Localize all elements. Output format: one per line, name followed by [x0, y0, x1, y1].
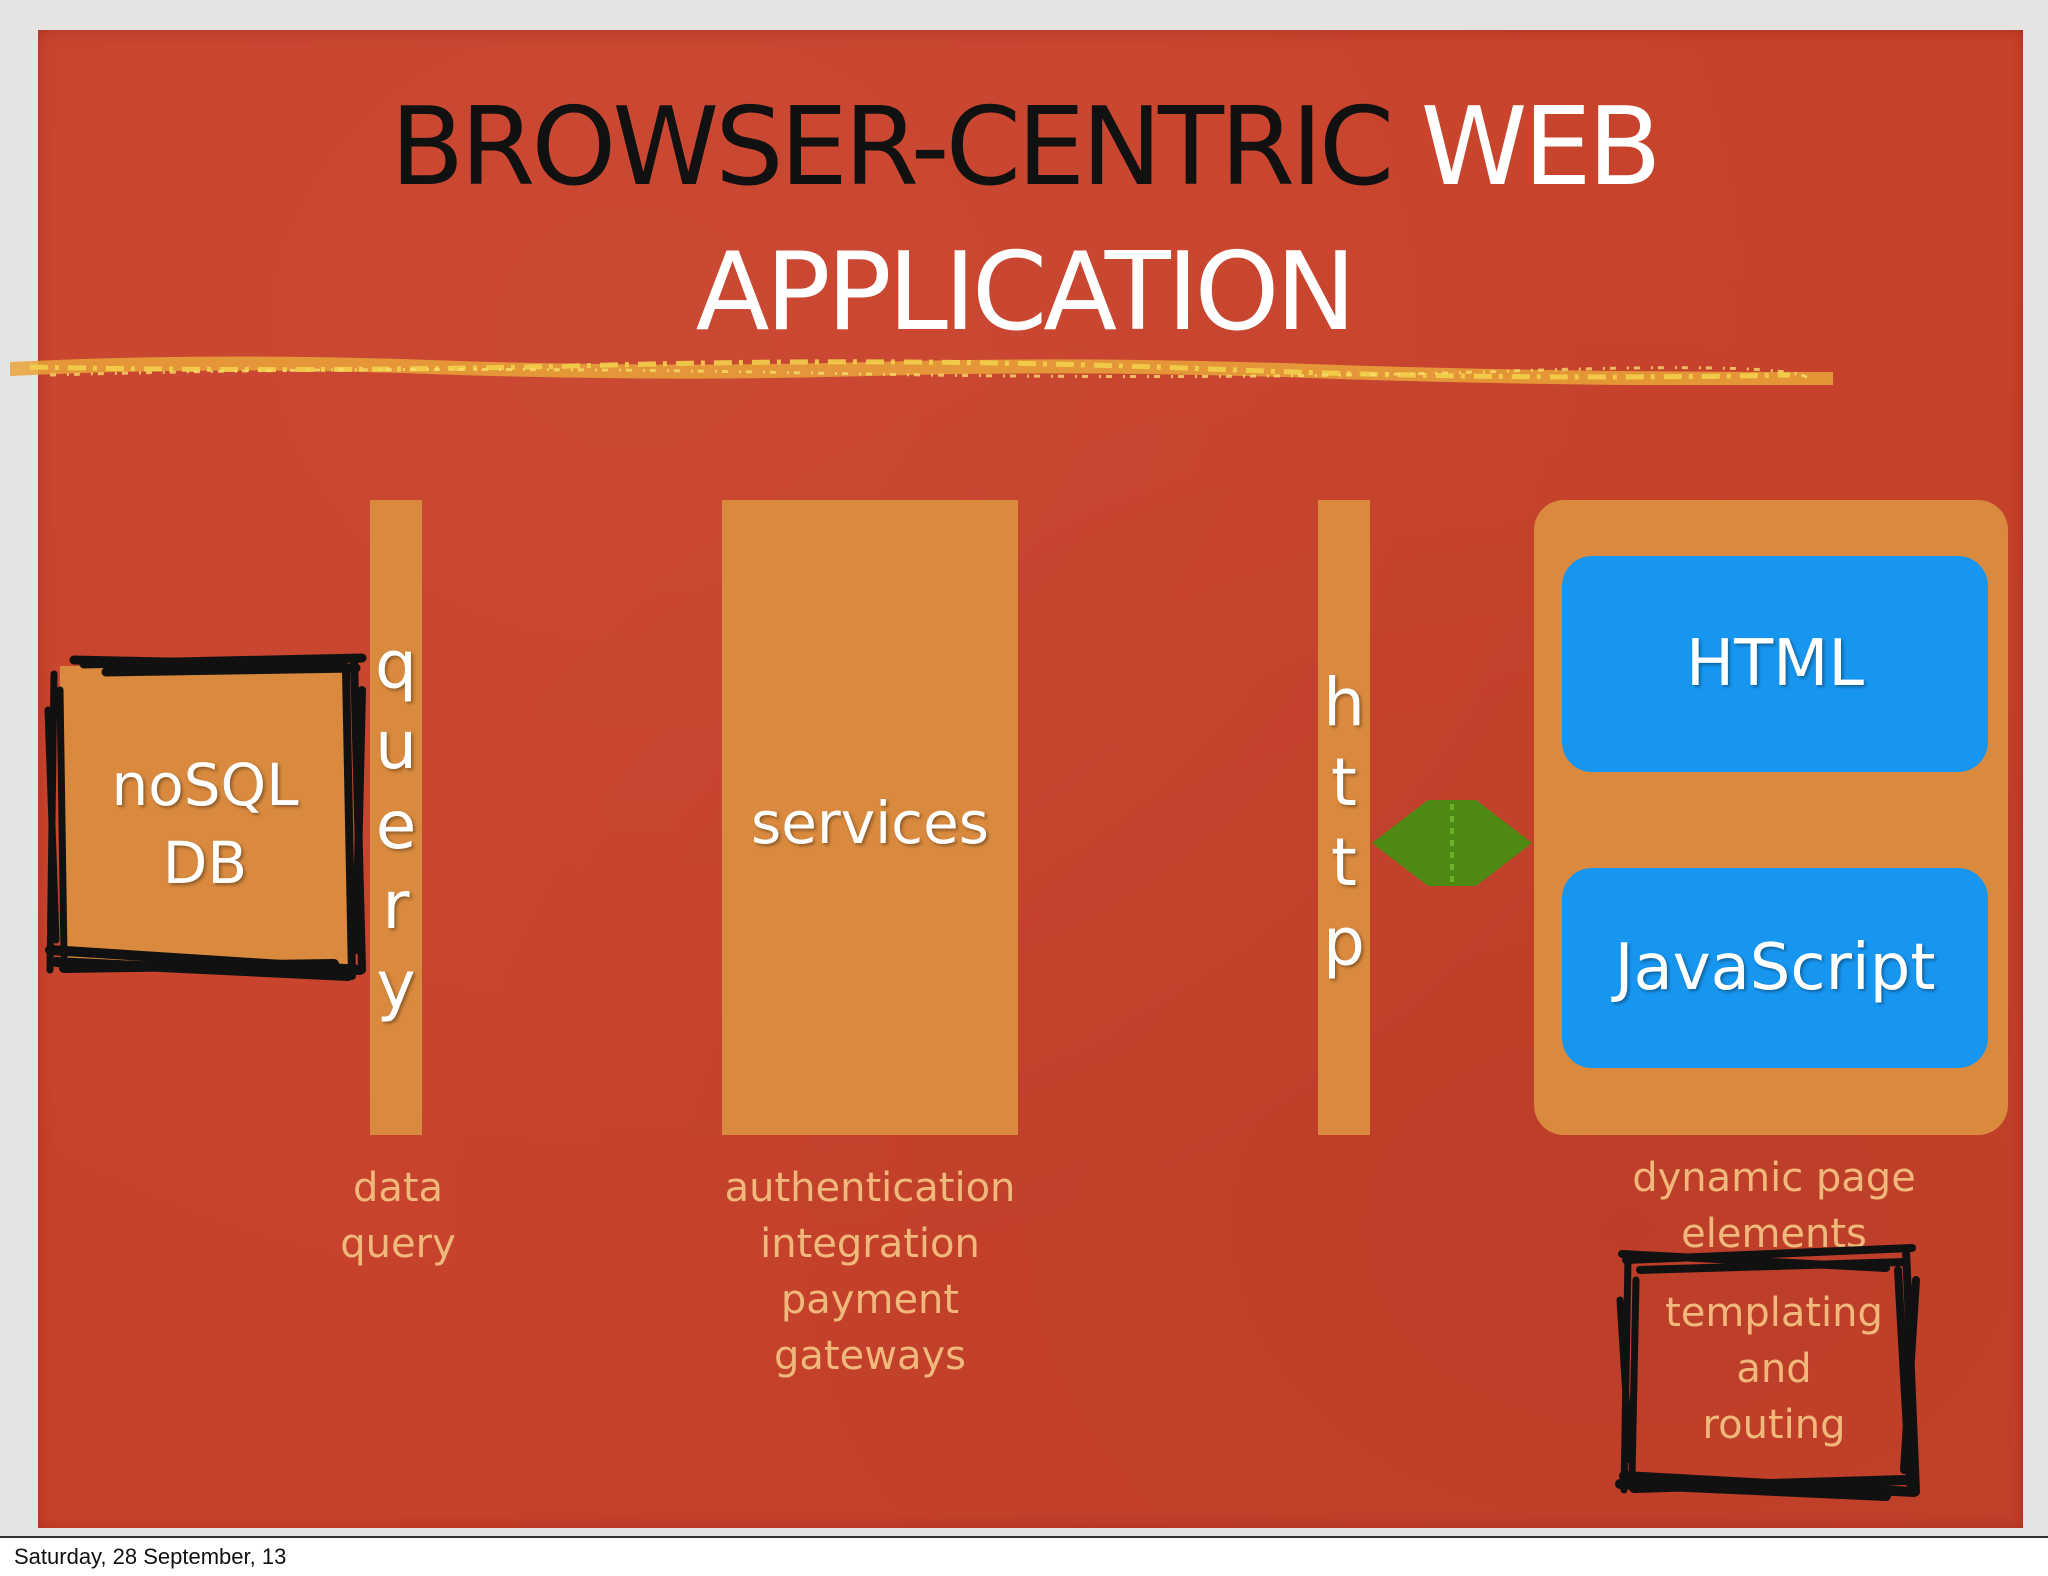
caption-line: gateways — [774, 1333, 966, 1379]
services-caption: authentication integration payment gatew… — [670, 1160, 1070, 1384]
title-underline-stroke — [10, 356, 1833, 385]
caption-line: dynamic page — [1632, 1155, 1916, 1201]
services-label: services — [751, 789, 989, 857]
footer-bar: Saturday, 28 September, 13 — [0, 1536, 2048, 1576]
query-bar — [370, 500, 422, 1135]
nosql-label-line: noSQL — [111, 751, 299, 819]
query-letter: r — [382, 867, 410, 944]
title-line-2: APPLICATION — [695, 230, 1357, 355]
db-scribble-frame — [44, 653, 367, 981]
html-box: HTML — [1562, 556, 1988, 772]
caption-line: and — [1736, 1346, 1812, 1392]
http-letter: t — [1331, 824, 1357, 901]
db-label-line: DB — [162, 829, 248, 897]
http-letter: h — [1323, 664, 1365, 741]
http-bar — [1318, 500, 1370, 1135]
caption-line: query — [340, 1221, 456, 1267]
query-caption: data query — [300, 1160, 496, 1272]
title-web: WEB — [1420, 85, 1662, 210]
title-browser-centric: BROWSER-CENTRIC — [390, 85, 1394, 210]
caption-line: payment — [780, 1277, 960, 1323]
routing-scribble-frame — [1615, 1244, 1920, 1501]
routing-caption: templating and routing — [1620, 1285, 1928, 1453]
bidirectional-arrow-icon — [1372, 800, 1532, 886]
query-letter: y — [376, 947, 416, 1024]
caption-line: routing — [1702, 1402, 1846, 1448]
footer-date: Saturday, 28 September, 13 — [14, 1544, 287, 1569]
nosql-db-label: noSQL DB — [60, 746, 350, 902]
query-letter: q — [375, 627, 417, 704]
client-caption: dynamic page elements — [1600, 1150, 1948, 1262]
http-letter: t — [1331, 744, 1357, 821]
javascript-box: JavaScript — [1562, 868, 1988, 1068]
query-vertical-label: q u e r y — [366, 626, 426, 1026]
title-line-1: BROWSER-CENTRIC WEB — [0, 84, 2048, 212]
caption-line: data — [352, 1165, 444, 1211]
http-letter: p — [1323, 904, 1365, 981]
caption-line: integration — [760, 1221, 980, 1267]
http-vertical-label: h t t p — [1314, 663, 1374, 983]
caption-line: authentication — [724, 1165, 1016, 1211]
nosql-db-box — [60, 666, 350, 966]
query-letter: u — [375, 707, 417, 784]
services-block — [722, 500, 1018, 1135]
caption-line: templating — [1665, 1290, 1883, 1336]
query-letter: e — [375, 787, 417, 864]
